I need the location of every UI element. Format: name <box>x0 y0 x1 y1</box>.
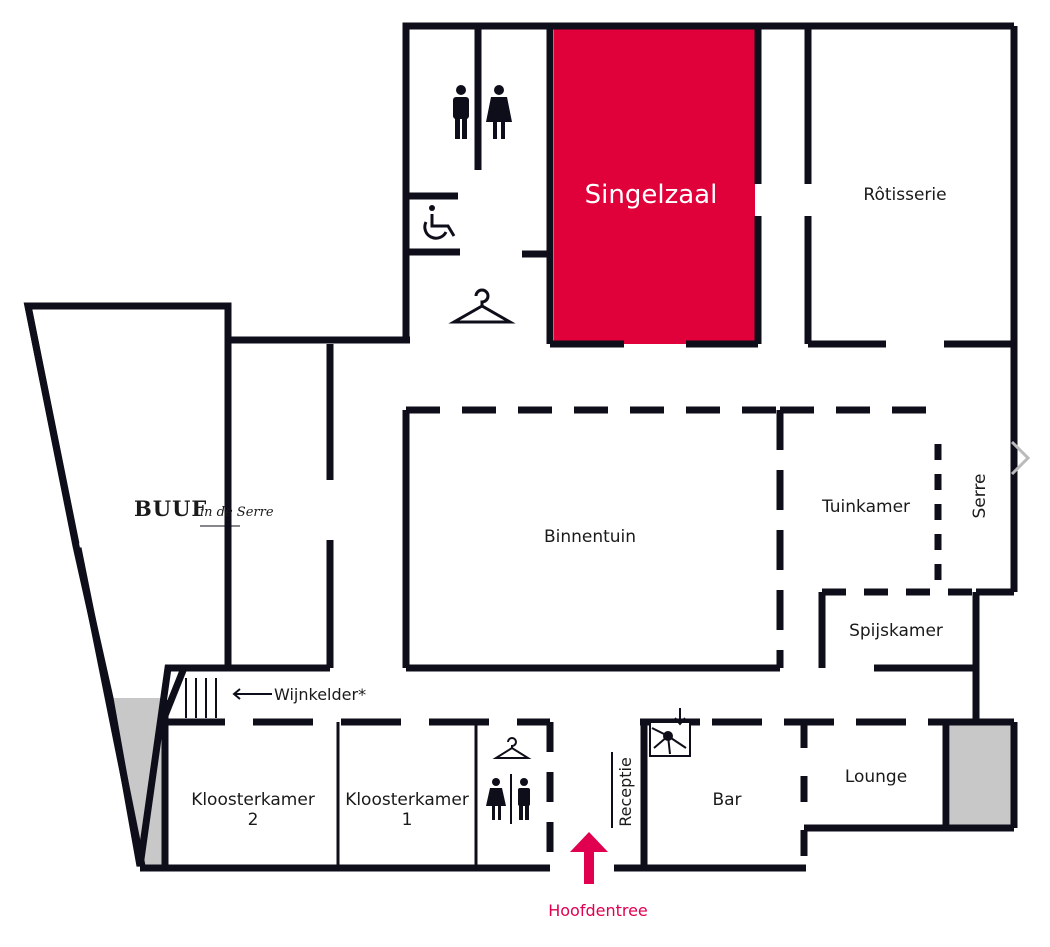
singelzaal-label: Singelzaal <box>585 180 718 210</box>
binnentuin-label: Binnentuin <box>544 527 636 547</box>
spijskamer-label: Spijskamer <box>849 621 943 641</box>
wijnkelder-label: Wijnkelder* <box>274 685 366 704</box>
entrance-arrow-icon[interactable] <box>570 832 608 884</box>
toilet-men-women-icon-small <box>486 774 530 824</box>
rotisserie-label: Rôtisserie <box>863 185 946 205</box>
coat-hanger-icon-small <box>492 737 532 759</box>
entrance-label: Hoofdentree <box>548 901 648 920</box>
bar-label: Bar <box>712 790 741 810</box>
staircase-icon <box>185 678 217 718</box>
buuf-logo-script: in de Serre <box>200 505 274 520</box>
wijnkelder-arrow-icon <box>232 688 272 700</box>
toilet-men-women-icon <box>453 85 512 139</box>
coat-hanger-icon <box>448 288 516 324</box>
singelzaal-room[interactable] <box>554 28 755 344</box>
kloosterkamer1-label-line1: Kloosterkamer <box>345 790 469 810</box>
walls <box>23 22 1018 872</box>
spiral-stair-icon <box>649 708 691 757</box>
chevron-right-icon[interactable] <box>1010 440 1031 476</box>
serre-label: Serre <box>970 473 990 518</box>
kloosterkamer2-label-line2: 2 <box>248 810 259 830</box>
receptie-label: Receptie <box>616 757 635 827</box>
tuinkamer-label: Tuinkamer <box>821 497 910 517</box>
stair-block-right <box>950 722 1014 828</box>
stair-block-left <box>110 698 165 866</box>
wheelchair-icon <box>423 205 456 240</box>
kloosterkamer1-label-line2: 1 <box>402 810 413 830</box>
buuf-logo-brand: BUUF <box>134 496 207 521</box>
kloosterkamer2-label-line1: Kloosterkamer <box>191 790 315 810</box>
lounge-label: Lounge <box>845 767 907 787</box>
